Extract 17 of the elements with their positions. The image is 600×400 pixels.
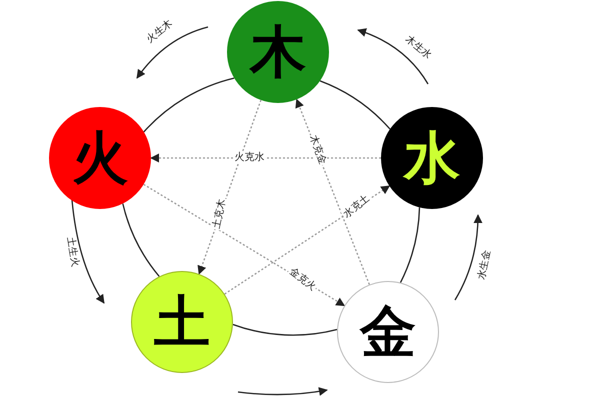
- arrow: [136, 26, 208, 79]
- arrow: [357, 28, 429, 84]
- ring-line: [320, 80, 390, 130]
- ring-line: [400, 207, 420, 283]
- arrow: [238, 386, 328, 396]
- element-circle: 水: [381, 107, 483, 209]
- element-circle: 金: [337, 281, 439, 383]
- edge-label: 火克水: [233, 152, 266, 164]
- ring-line: [122, 203, 160, 277]
- arrow: [71, 200, 105, 304]
- ring-line: [143, 77, 234, 132]
- element-circle: 火: [49, 107, 151, 209]
- arrow: [143, 184, 346, 306]
- element-circle: 木: [227, 1, 329, 103]
- arrow: [454, 214, 482, 300]
- element-circle: 土: [131, 271, 233, 373]
- ring-line: [232, 324, 338, 336]
